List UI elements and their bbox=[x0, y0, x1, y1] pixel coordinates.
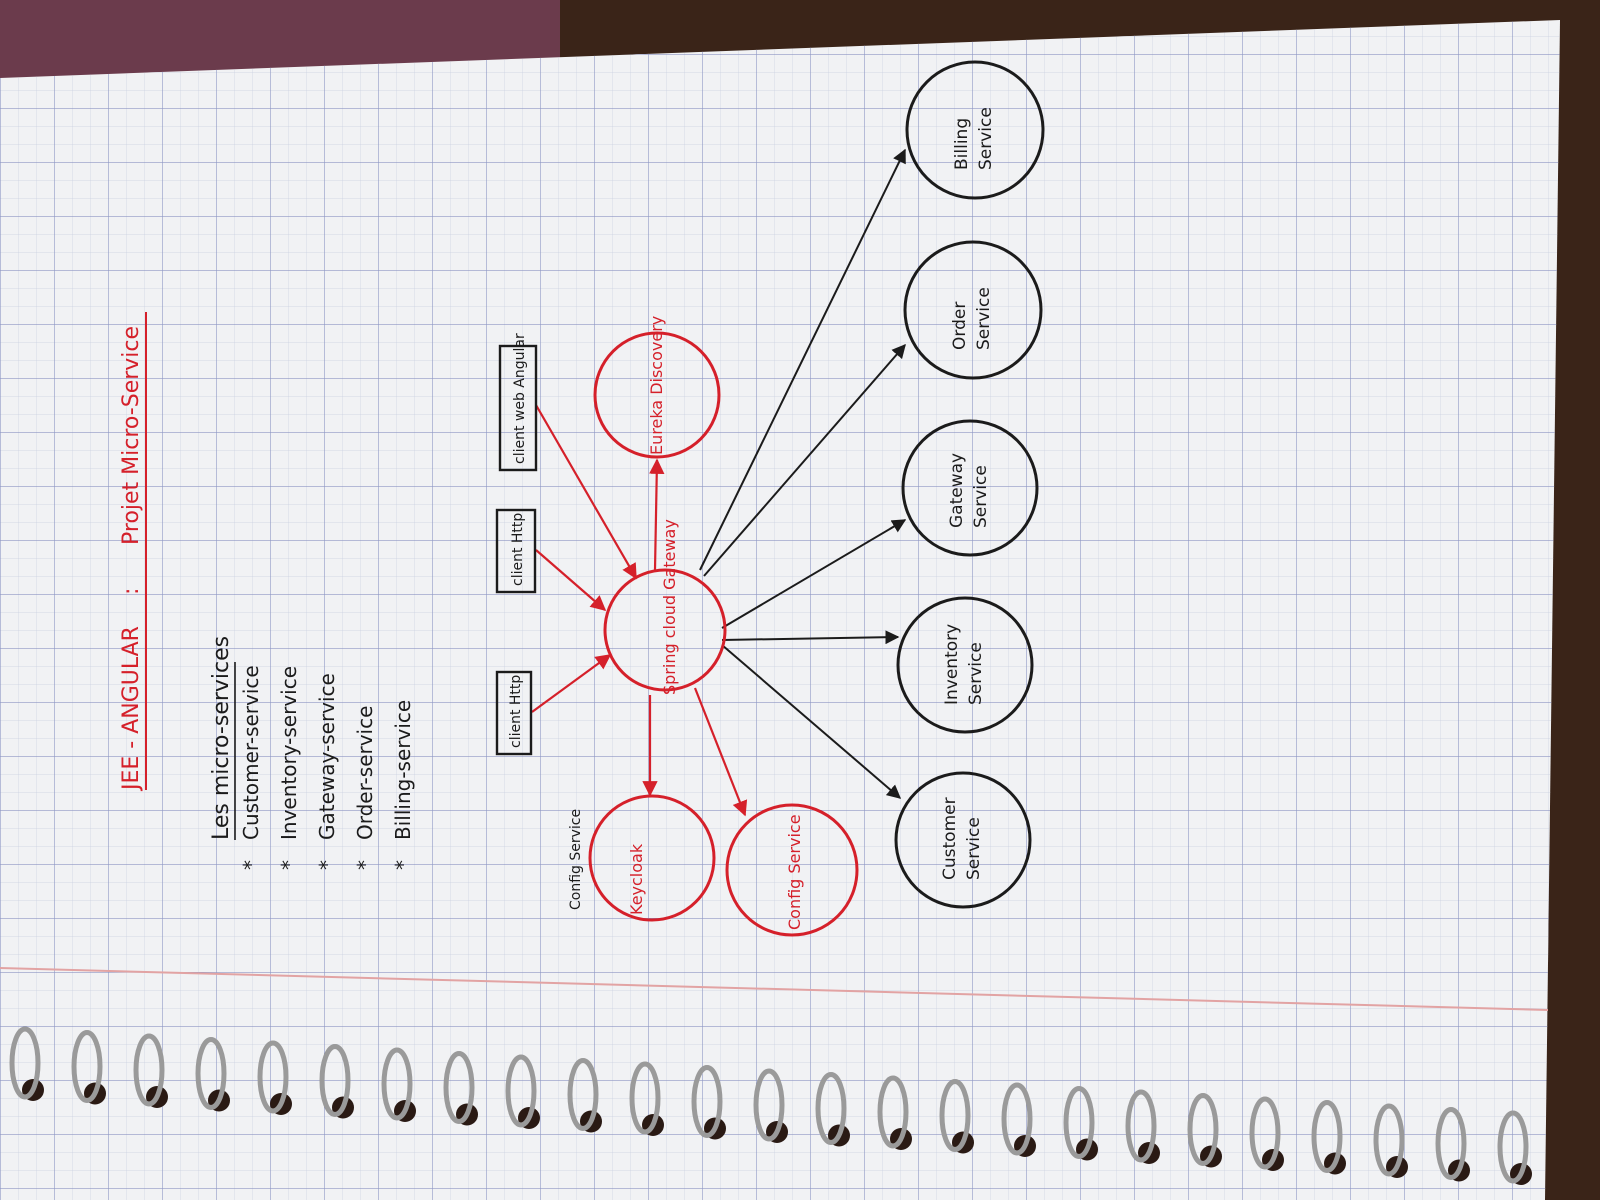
service-node-label: Service bbox=[964, 817, 984, 880]
spiral-ring bbox=[195, 1037, 230, 1112]
keycloak-label: Keycloak bbox=[627, 843, 646, 915]
header-prefix: JEE - ANGULAR bbox=[119, 626, 144, 792]
spiral-ring bbox=[1311, 1100, 1346, 1175]
config-service-annotation: Config Service bbox=[568, 809, 584, 910]
list-item: Order-service bbox=[353, 706, 377, 840]
service-node-label: Inventory bbox=[942, 624, 962, 705]
header-title: Projet Micro-Service bbox=[119, 326, 144, 545]
spiral-ring bbox=[257, 1040, 292, 1115]
gateway-node: Spring cloud Gateway bbox=[603, 519, 727, 695]
margin-line bbox=[0, 967, 1549, 1011]
black-arrow bbox=[699, 148, 906, 571]
list-item: Billing-service bbox=[391, 700, 415, 840]
spiral-ring bbox=[1435, 1107, 1470, 1182]
red-arrow bbox=[649, 458, 665, 571]
paper-sheet bbox=[0, 20, 1560, 1200]
spiral-ring bbox=[71, 1030, 106, 1105]
service-node-label: Service bbox=[976, 107, 996, 170]
list-bullet: * bbox=[353, 860, 377, 870]
client-box-label: client web Angular bbox=[512, 333, 528, 464]
list-bullet: * bbox=[239, 860, 263, 870]
list-item: Customer-service bbox=[239, 665, 263, 840]
spiral-ring bbox=[1063, 1086, 1098, 1161]
list-bullet: * bbox=[277, 860, 301, 870]
client-box-label: client Http bbox=[508, 675, 524, 748]
spiral-ring bbox=[319, 1044, 354, 1119]
header-separator: : bbox=[119, 588, 144, 595]
config-label: Config Service bbox=[785, 814, 804, 930]
service-node-label: Order bbox=[950, 302, 970, 350]
spiral-ring bbox=[505, 1054, 540, 1129]
spiral-ring bbox=[691, 1065, 726, 1140]
spiral-ring bbox=[9, 1026, 44, 1101]
spiral-ring bbox=[1125, 1089, 1160, 1164]
eureka-label: Eureka Discovery bbox=[647, 316, 666, 455]
red-arrow bbox=[535, 549, 607, 612]
spiral-ring bbox=[939, 1079, 974, 1154]
list-heading: Les micro-services bbox=[209, 636, 234, 840]
spiral-ring bbox=[443, 1051, 478, 1126]
spiral-ring bbox=[567, 1058, 602, 1133]
spiral-ring bbox=[1373, 1103, 1408, 1178]
service-node-label: Gateway bbox=[947, 453, 967, 528]
client-box: client Http bbox=[495, 670, 533, 756]
red-arrow bbox=[531, 654, 612, 713]
client-boxes: client Http client Http client web Angular bbox=[495, 333, 538, 756]
red-arrow bbox=[693, 687, 748, 817]
black-arrow bbox=[721, 519, 907, 629]
spiral-ring bbox=[1001, 1082, 1036, 1157]
spiral-ring bbox=[877, 1075, 912, 1150]
black-arrow bbox=[721, 630, 900, 645]
spiral-ring bbox=[629, 1061, 664, 1136]
eureka-node: Eureka Discovery bbox=[593, 316, 721, 459]
service-node-label: Service bbox=[966, 642, 986, 705]
page-header: JEE - ANGULAR : Projet Micro-Service bbox=[119, 312, 147, 792]
spiral-ring bbox=[133, 1033, 168, 1108]
client-box: client web Angular bbox=[498, 333, 538, 472]
gateway-label: Spring cloud Gateway bbox=[660, 519, 679, 695]
black-arrow bbox=[703, 343, 906, 577]
spiral-ring bbox=[1249, 1096, 1284, 1171]
service-node-label: Service bbox=[971, 465, 991, 528]
service-node-label: Customer bbox=[940, 797, 960, 880]
list-bullet: * bbox=[391, 860, 415, 870]
spiral-ring bbox=[381, 1047, 416, 1122]
service-list: Les micro-services * Customer-service * Inv… bbox=[209, 636, 415, 870]
list-item: Gateway-service bbox=[315, 673, 339, 840]
diagram-links bbox=[531, 148, 907, 817]
client-box-label: client Http bbox=[510, 513, 526, 586]
black-arrow bbox=[721, 644, 902, 799]
red-arrow bbox=[535, 404, 637, 580]
service-node-label: Billing bbox=[952, 118, 972, 170]
spiral-ring bbox=[815, 1072, 850, 1147]
list-bullet: * bbox=[315, 860, 339, 870]
spiral-binding bbox=[9, 1026, 1532, 1185]
config-node: Config Service bbox=[725, 803, 859, 937]
list-item: Inventory-service bbox=[277, 666, 301, 840]
keycloak-node: Keycloak Config Service bbox=[568, 794, 716, 922]
spiral-ring bbox=[1187, 1093, 1222, 1168]
spiral-ring bbox=[1497, 1110, 1532, 1185]
client-box: client Http bbox=[495, 508, 537, 594]
service-node-label: Service bbox=[974, 287, 994, 350]
spiral-ring bbox=[753, 1068, 788, 1143]
